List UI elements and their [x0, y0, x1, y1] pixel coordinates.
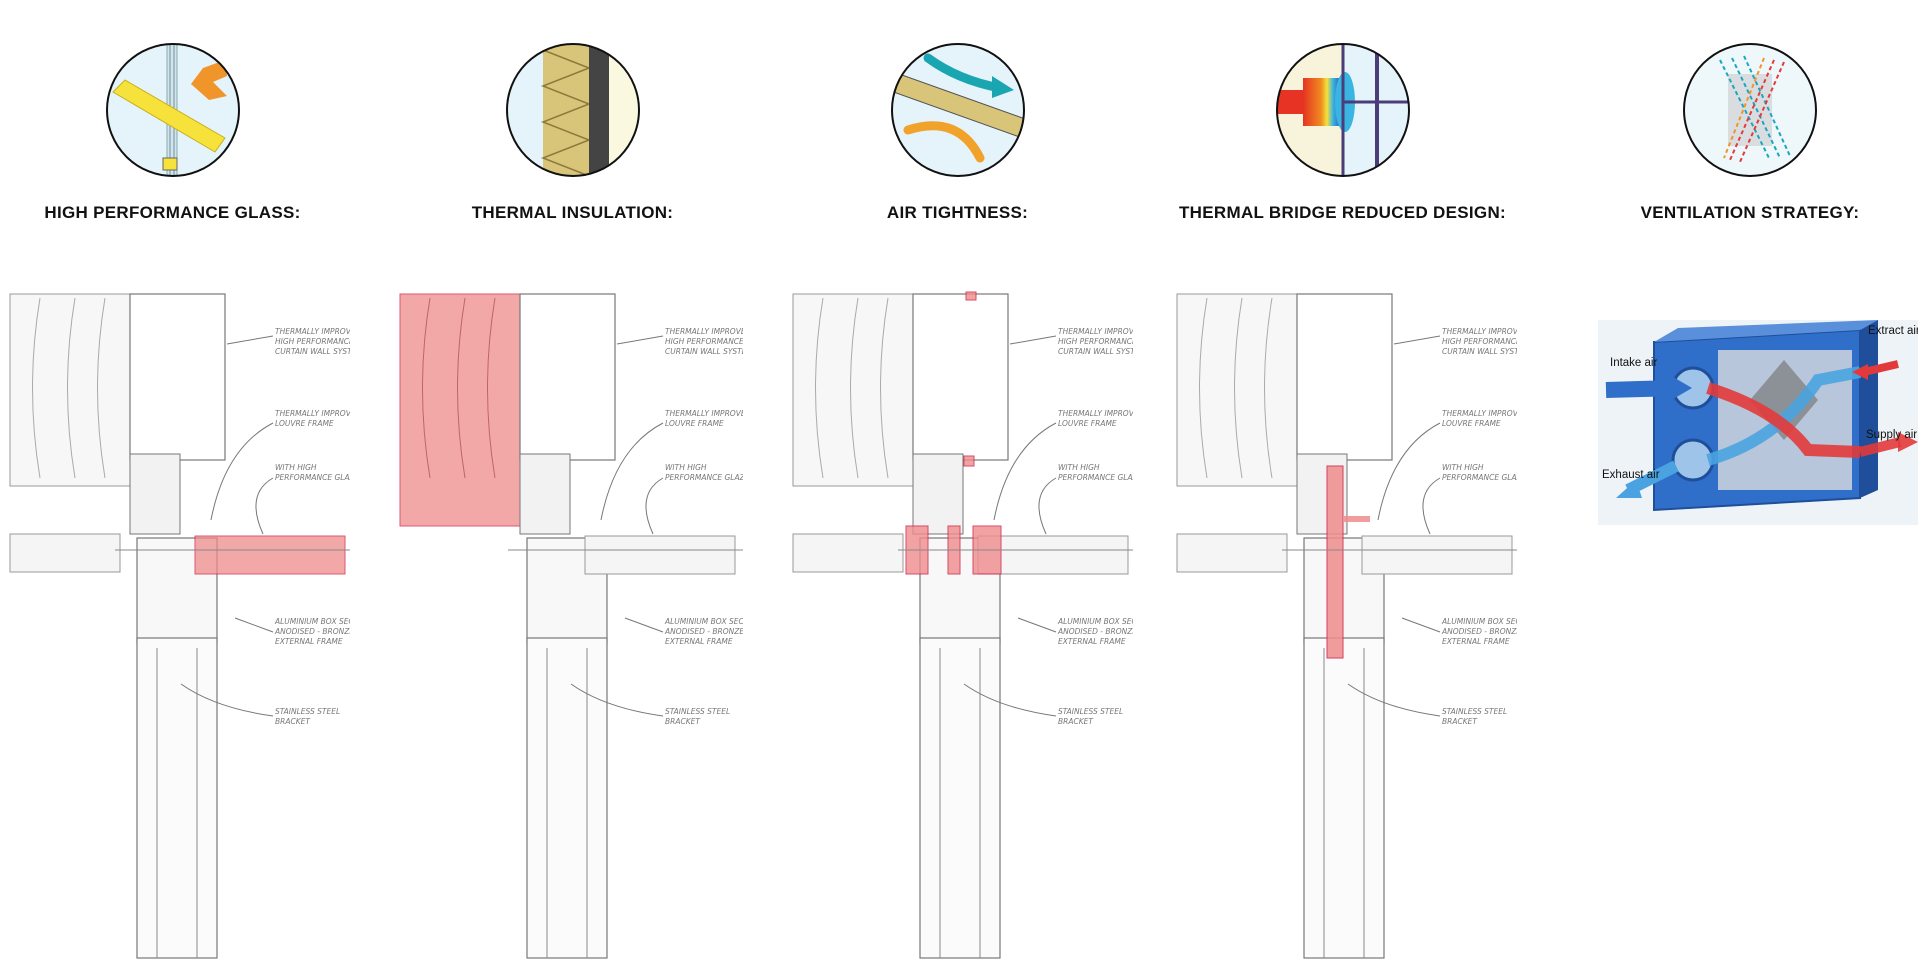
svg-text:EXTERNAL FRAME: EXTERNAL FRAME [1058, 637, 1126, 646]
svg-text:HIGH PERFORMANCE: HIGH PERFORMANCE [1058, 337, 1133, 346]
glazing-highlight [194, 535, 346, 575]
panel-ventilation-strategy: VENTILATION STRATEGY: [1580, 0, 1920, 979]
svg-text:PERFORMANCE GLAZING: PERFORMANCE GLAZING [1442, 473, 1517, 482]
svg-text:BRACKET: BRACKET [1058, 717, 1094, 726]
label-extract-air: Extract air [1868, 325, 1918, 337]
svg-text:ALUMINIUM BOX SECTION: ALUMINIUM BOX SECTION [1057, 617, 1133, 626]
ventilation-arrows-icon [1683, 43, 1817, 177]
svg-text:ANODISED - BRONZE: ANODISED - BRONZE [664, 627, 743, 636]
svg-text:WITH HIGH: WITH HIGH [275, 463, 317, 472]
panel-title: AIR TIGHTNESS: [886, 203, 1029, 222]
svg-text:EXTERNAL FRAME: EXTERNAL FRAME [275, 637, 343, 646]
svg-text:CURTAIN WALL SYSTEM: CURTAIN WALL SYSTEM [1058, 347, 1133, 356]
svg-text:WITH HIGH: WITH HIGH [1442, 463, 1484, 472]
svg-text:EXTERNAL FRAME: EXTERNAL FRAME [1442, 637, 1510, 646]
svg-text:THERMALLY IMPROVED: THERMALLY IMPROVED [1442, 327, 1517, 336]
svg-text:HIGH PERFORMANCE: HIGH PERFORMANCE [1442, 337, 1517, 346]
label-exhaust-air: Exhaust air [1602, 469, 1660, 481]
panel-title: HIGH PERFORMANCE GLASS: [44, 203, 301, 222]
annotation-box-section: ALUMINIUM BOX SECTION ANODISED - BRONZE … [234, 617, 350, 646]
thermal-gradient-icon [1275, 43, 1410, 177]
svg-text:STAINLESS STEEL: STAINLESS STEEL [1442, 707, 1507, 716]
svg-text:STAINLESS STEEL: STAINLESS STEEL [275, 707, 340, 716]
svg-text:PERFORMANCE GLAZING: PERFORMANCE GLAZING [665, 473, 743, 482]
panel-title: VENTILATION STRATEGY: [1640, 203, 1860, 222]
svg-text:ALUMINIUM BOX SECTION: ALUMINIUM BOX SECTION [664, 617, 743, 626]
svg-text:LOUVRE FRAME: LOUVRE FRAME [1442, 419, 1501, 428]
svg-text:BRACKET: BRACKET [665, 717, 701, 726]
svg-text:WITH HIGH: WITH HIGH [665, 463, 707, 472]
panel-title: THERMAL BRIDGE REDUCED DESIGN: [1179, 203, 1506, 222]
svg-text:CURTAIN WALL SYSTEM: CURTAIN WALL SYSTEM [275, 347, 350, 356]
panel-air-tightness: AIR TIGHTNESS: [785, 0, 1130, 979]
label-intake-air: Intake air [1610, 357, 1657, 369]
label-supply-air: Supply air [1866, 429, 1917, 441]
svg-text:WITH HIGH: WITH HIGH [1058, 463, 1100, 472]
svg-text:PERFORMANCE GLAZING: PERFORMANCE GLAZING [275, 473, 350, 482]
svg-text:ANODISED - BRONZE: ANODISED - BRONZE [1057, 627, 1133, 636]
svg-text:PERFORMANCE GLAZING: PERFORMANCE GLAZING [1058, 473, 1133, 482]
svg-text:THERMALLY IMPROVED: THERMALLY IMPROVED [1442, 409, 1517, 418]
svg-text:ALUMINIUM BOX SECTION: ALUMINIUM BOX SECTION [274, 617, 350, 626]
svg-text:THERMALLY IMPROVED: THERMALLY IMPROVED [1058, 409, 1133, 418]
svg-text:LOUVRE FRAME: LOUVRE FRAME [1058, 419, 1117, 428]
svg-text:ANODISED - BRONZE: ANODISED - BRONZE [274, 627, 350, 636]
svg-text:HIGH PERFORMANCE: HIGH PERFORMANCE [665, 337, 743, 346]
air-flow-icon [890, 43, 1025, 177]
svg-text:LOUVRE FRAME: LOUVRE FRAME [665, 419, 724, 428]
panel-thermal-insulation: THERMAL INSULATION: [400, 0, 745, 979]
svg-text:THERMALLY IMPROVED: THERMALLY IMPROVED [275, 409, 350, 418]
bridge-highlight [1326, 465, 1344, 659]
panel-high-performance-glass: HIGH PERFORMANCE GLASS: [0, 0, 345, 979]
svg-text:EXTERNAL FRAME: EXTERNAL FRAME [665, 637, 733, 646]
svg-text:BRACKET: BRACKET [1442, 717, 1478, 726]
svg-text:ANODISED - BRONZE: ANODISED - BRONZE [1441, 627, 1517, 636]
annotation-glazing: WITH HIGH PERFORMANCE GLAZING [255, 463, 350, 535]
section-air-tightness: THERMALLY IMPROVED HIGH PERFORMANCE CURT… [792, 291, 1133, 959]
section-glass: THERMALLY IMPROVED HIGH PERFORMANCE CURT… [9, 293, 350, 959]
annotation-frame: THERMALLY IMPROVED LOUVRE FRAME [210, 409, 350, 521]
ventilation-unit: Intake air Extract air Exhaust air Suppl… [1598, 320, 1918, 525]
panel-thermal-bridge: THERMAL BRIDGE REDUCED DESIGN: [1170, 0, 1515, 979]
svg-text:CURTAIN WALL SYSTEM: CURTAIN WALL SYSTEM [1442, 347, 1517, 356]
mullion [129, 293, 226, 959]
svg-text:THERMALLY IMPROVED: THERMALLY IMPROVED [665, 409, 743, 418]
panel-title: THERMAL INSULATION: [471, 203, 674, 222]
insulation-highlight [399, 293, 521, 527]
svg-text:HIGH PERFORMANCE: HIGH PERFORMANCE [275, 337, 350, 346]
annotation-bracket: STAINLESS STEEL BRACKET [180, 683, 340, 726]
svg-text:STAINLESS STEEL: STAINLESS STEEL [1058, 707, 1123, 716]
svg-text:LOUVRE FRAME: LOUVRE FRAME [275, 419, 334, 428]
svg-text:THERMALLY IMPROVED: THERMALLY IMPROVED [665, 327, 743, 336]
svg-text:THERMALLY IMPROVED: THERMALLY IMPROVED [275, 327, 350, 336]
svg-text:CURTAIN WALL SYSTEM: CURTAIN WALL SYSTEM [665, 347, 743, 356]
section-thermal-bridge: THERMALLY IMPROVED HIGH PERFORMANCE CURT… [1176, 293, 1517, 959]
insulation-icon [505, 43, 640, 177]
annotation-curtain-wall: THERMALLY IMPROVED HIGH PERFORMANCE CURT… [226, 327, 350, 356]
svg-text:STAINLESS STEEL: STAINLESS STEEL [665, 707, 730, 716]
section-insulation: THERMALLY IMPROVED HIGH PERFORMANCE CURT… [399, 293, 743, 959]
glass-icon [105, 43, 240, 177]
svg-text:ALUMINIUM BOX SECTION: ALUMINIUM BOX SECTION [1441, 617, 1517, 626]
insulation-batts [9, 293, 131, 487]
svg-text:THERMALLY IMPROVED: THERMALLY IMPROVED [1058, 327, 1133, 336]
svg-text:BRACKET: BRACKET [275, 717, 311, 726]
